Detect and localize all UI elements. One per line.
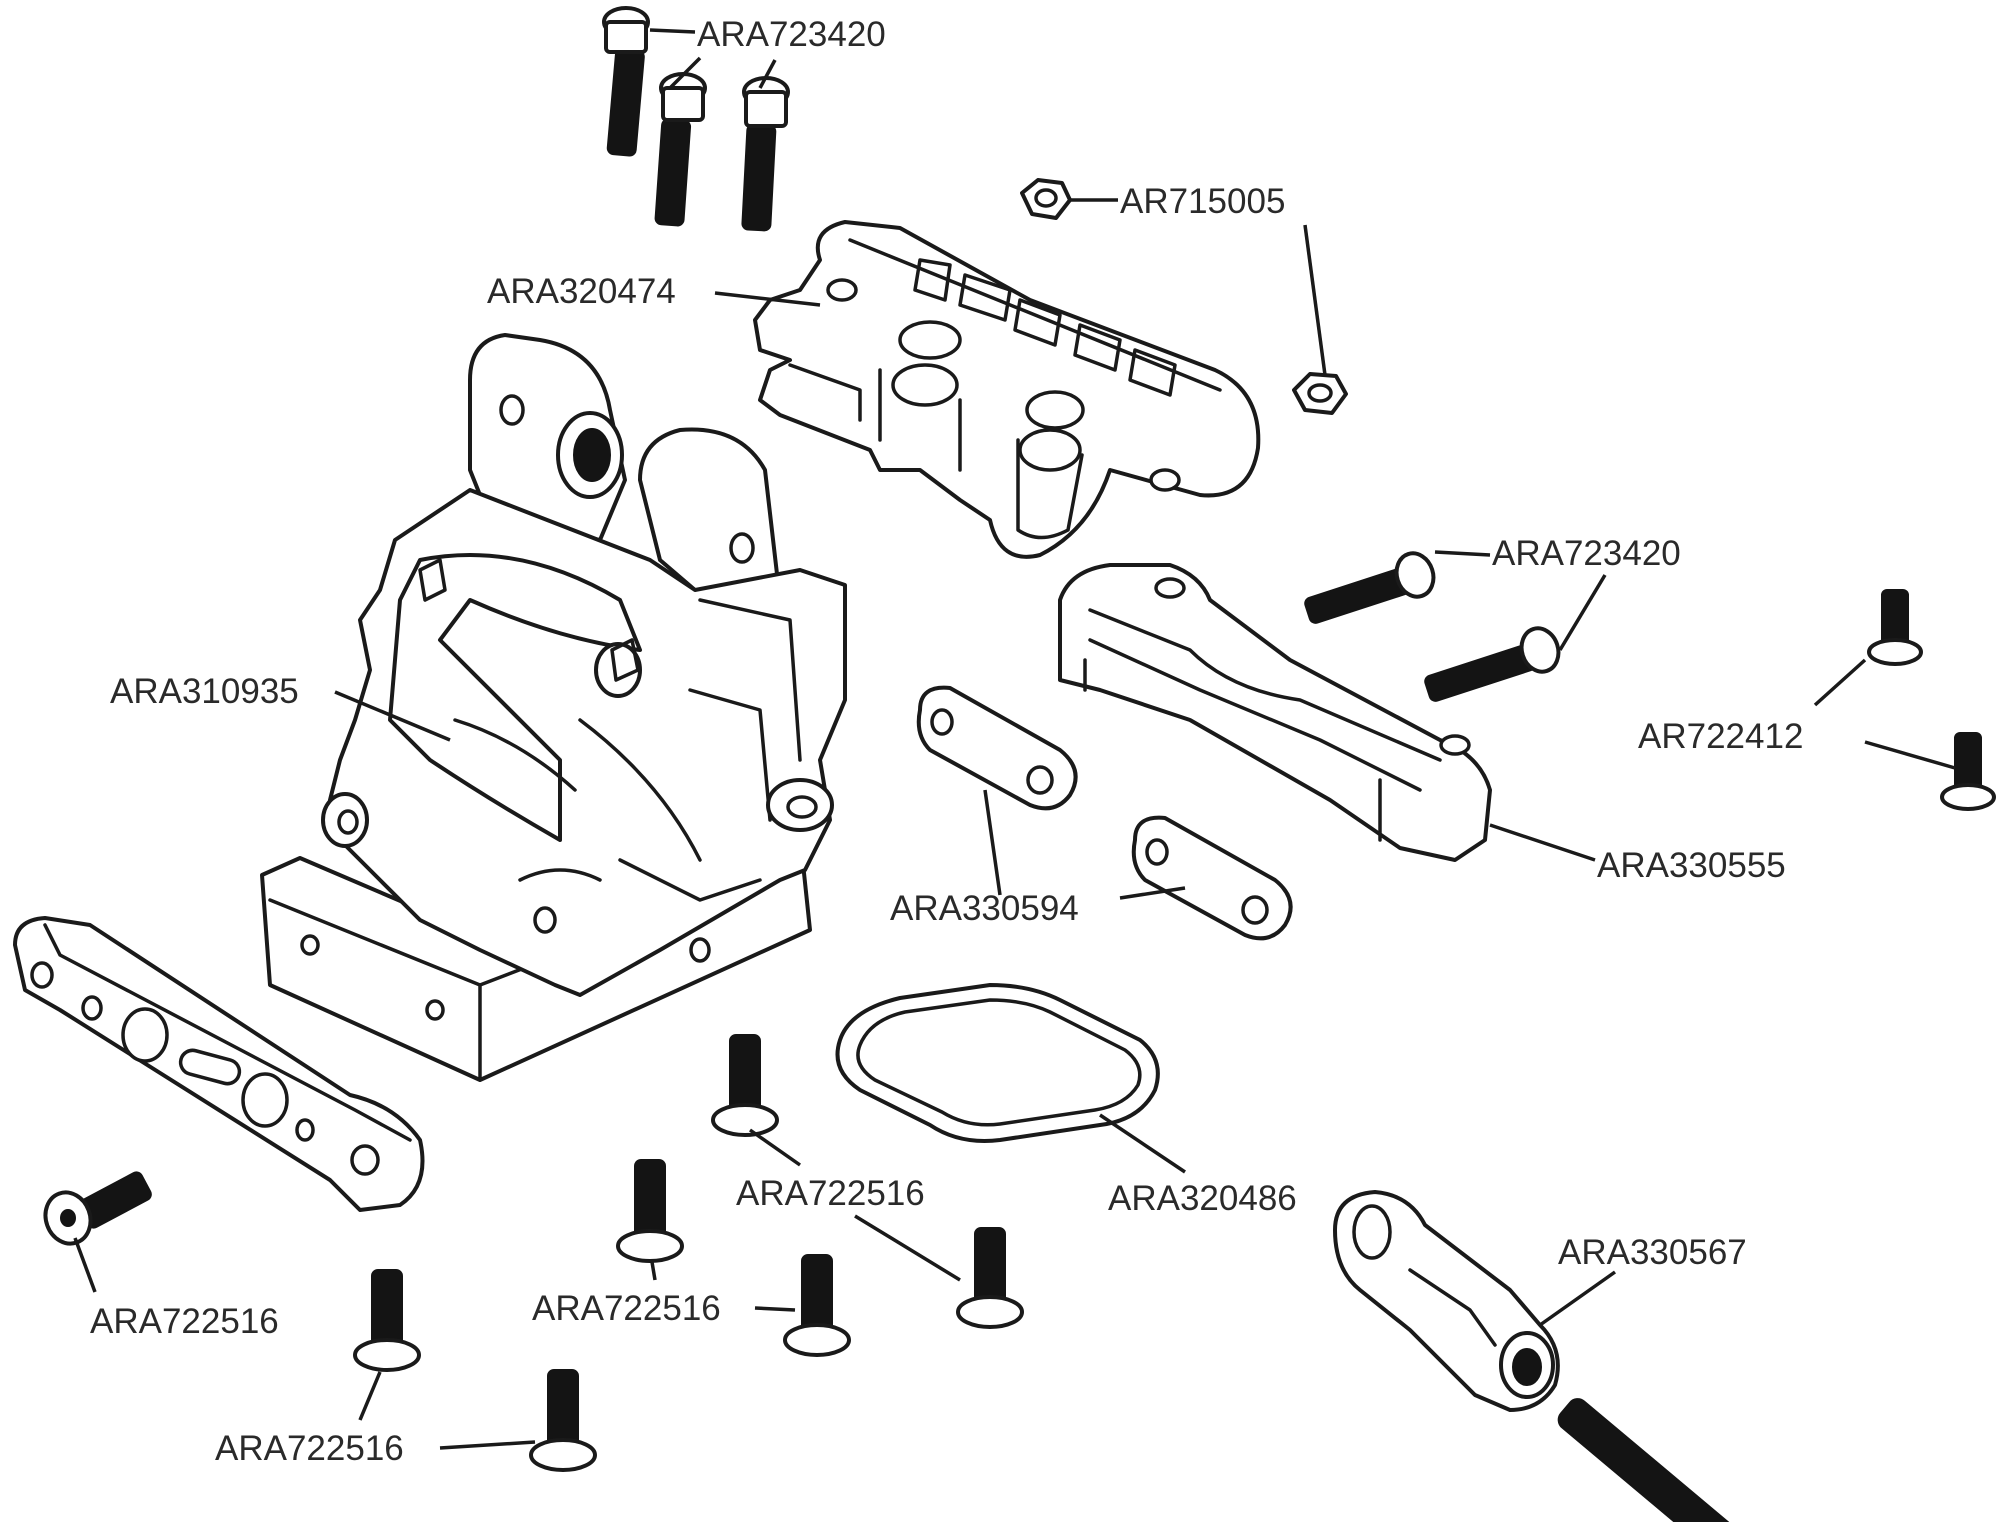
arm-brace-part (1058, 563, 1492, 862)
label-screws-right: ARA723420 (1492, 534, 1681, 573)
cap-screw-right-1 (1304, 551, 1436, 624)
link-piece-1 (916, 685, 1078, 811)
cap-screw-top-2 (654, 72, 707, 227)
servo-horn-part (1333, 1190, 1765, 1522)
cap-screw-right-2 (1424, 626, 1561, 702)
flat-screw-low-1 (353, 1269, 421, 1372)
flat-screw-right (956, 1227, 1024, 1329)
cap-screw-top-1 (602, 6, 650, 157)
link-piece-2 (1131, 815, 1293, 941)
label-nut-top: AR715005 (1120, 182, 1285, 221)
flat-screw-small-2 (1940, 732, 1996, 811)
label-gasket: ARA320486 (1108, 1179, 1297, 1218)
flat-screw-mid-1 (616, 1159, 684, 1263)
label-bulkhead: ARA310935 (110, 672, 299, 711)
hex-nut-top (1020, 178, 1072, 220)
label-screws-top: ARA723420 (697, 15, 886, 54)
flat-screw-low-2 (529, 1369, 597, 1472)
label-screw-bottom-left: ARA722516 (215, 1429, 404, 1468)
upper-mount-part (753, 220, 1261, 559)
flat-screw-mid-2 (783, 1254, 851, 1357)
label-link-pieces: ARA330594 (890, 889, 1079, 928)
label-servo-horn: ARA330567 (1558, 1233, 1747, 1272)
label-screw-center: ARA722516 (736, 1174, 925, 1213)
label-screws-small-right: AR722412 (1638, 717, 1803, 756)
hex-nut-right (1292, 372, 1348, 415)
flat-screw-small-1 (1867, 589, 1923, 666)
hinge-pin-brace-part (13, 916, 425, 1212)
label-screw-mid: ARA722516 (532, 1289, 721, 1328)
cap-screw-top-3 (741, 76, 790, 232)
label-screw-left: ARA722516 (90, 1302, 279, 1341)
label-upper-mount: ARA320474 (487, 272, 676, 311)
part-labels: ARA723420 AR715005 ARA320474 ARA310935 A… (90, 15, 1803, 1468)
leader-lines (73, 28, 1956, 1450)
bulkhead-part (260, 333, 847, 1082)
label-arm-brace: ARA330555 (1597, 846, 1786, 885)
flat-screw-center (711, 1034, 779, 1137)
countersunk-screw-left (43, 1171, 152, 1246)
gasket-part (835, 983, 1160, 1143)
